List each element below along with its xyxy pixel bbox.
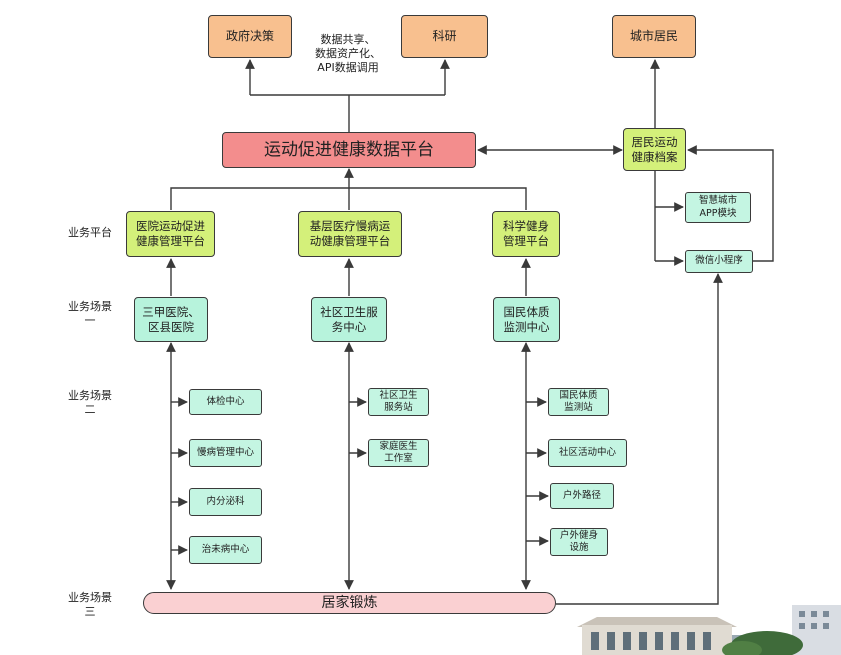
hospital-platform: 医院运动促进 健康管理平台 [126, 211, 215, 257]
data-sharing-note: 数据共享、 数据资产化、 API数据调用 [315, 33, 381, 74]
hospital-sub-item: 慢病管理中心 [189, 439, 262, 467]
building-photo [577, 605, 841, 655]
citizens-box: 城市居民 [612, 15, 696, 58]
hospital-scene-box: 三甲医院、 区县医院 [134, 297, 208, 342]
gov-decision-box: 政府决策 [208, 15, 292, 58]
resident-health-archive: 居民运动 健康档案 [623, 128, 686, 171]
community-sub-item: 社区卫生 服务站 [368, 388, 429, 416]
row-label-scenario-3: 业务场景 三 [68, 591, 112, 618]
community-scene-box: 社区卫生服 务中心 [311, 297, 387, 342]
community-sub-item: 家庭医生 工作室 [368, 439, 429, 467]
main-data-platform: 运动促进健康数据平台 [222, 132, 476, 168]
research-box: 科研 [401, 15, 488, 58]
home-exercise-bar: 居家锻炼 [143, 592, 556, 614]
wechat-mini-program: 微信小程序 [685, 250, 753, 273]
fitness-sub-item: 户外路径 [550, 483, 614, 509]
hospital-sub-item: 治未病中心 [189, 536, 262, 564]
row-label-scenario-1: 业务场景 一 [68, 300, 112, 327]
hospital-sub-item: 体检中心 [189, 389, 262, 415]
fitness-sub-item: 社区活动中心 [548, 439, 627, 467]
arrow-home-to-wechat [556, 273, 723, 605]
fitness-platform: 科学健身 管理平台 [492, 211, 560, 257]
row-label-business-platform: 业务平台 [68, 226, 112, 239]
fitness-scene-box: 国民体质 监测中心 [493, 297, 560, 342]
row-label-scenario-2: 业务场景 二 [68, 389, 112, 416]
smart-city-app-module: 智慧城市 APP模块 [685, 192, 751, 223]
fitness-sub-item: 户外健身 设施 [550, 528, 608, 556]
community-platform: 基层医疗慢病运 动健康管理平台 [298, 211, 402, 257]
fitness-sub-item: 国民体质 监测站 [548, 388, 609, 416]
hospital-sub-item: 内分泌科 [189, 488, 262, 516]
arrow-wechat-to-archive [687, 145, 774, 262]
